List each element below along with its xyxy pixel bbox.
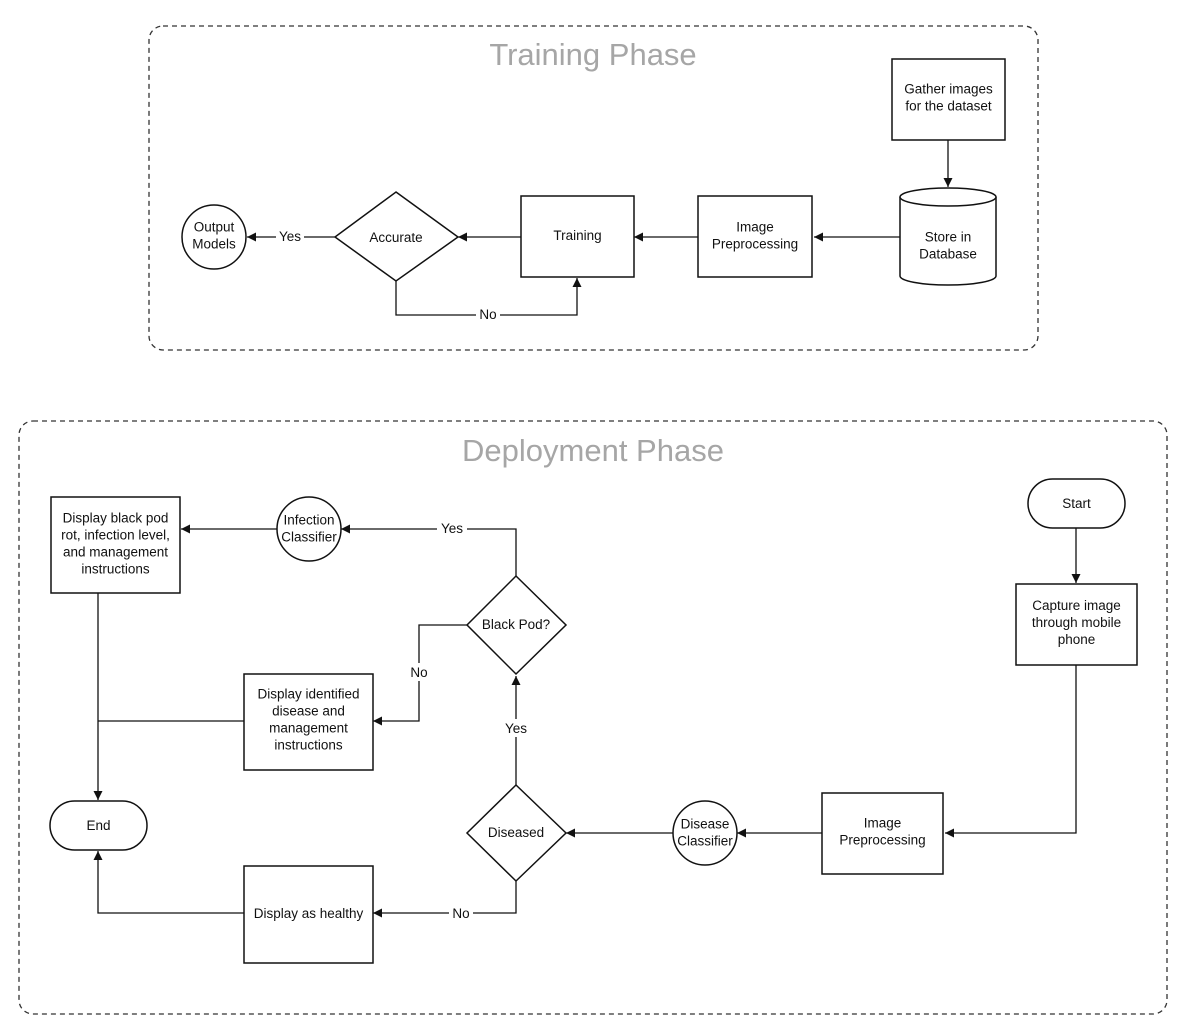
node-label-line: Store in: [925, 230, 972, 245]
edge-label-yes-infection: Yes: [437, 519, 467, 537]
svg-text:No: No: [410, 665, 427, 680]
deployment-phase-frame: [18, 420, 1168, 1015]
training-phase-title: Training Phase: [489, 37, 696, 72]
node-label-line: Display as healthy: [254, 906, 364, 921]
display-black-pod-node: Display black pod rot, infection level, an…: [50, 496, 181, 594]
node-label-line: Accurate: [369, 230, 422, 245]
edge-label-no: No: [476, 306, 500, 324]
svg-text:Display as healthy: Display as healthy: [254, 906, 364, 921]
node-label-line: Preprocessing: [839, 833, 925, 848]
svg-text:Start: Start: [1062, 496, 1091, 511]
node-label-line: Start: [1062, 496, 1091, 511]
gather-images-node: Gather images for the dataset: [891, 58, 1006, 141]
training-phase-frame: [148, 25, 1039, 351]
node-label-line: Image: [864, 816, 902, 831]
node-label-line: Black Pod?: [482, 617, 550, 632]
edge-diseased-to-healthy-no: [373, 881, 517, 918]
edge-label-yes-blackpod: Yes: [501, 719, 531, 737]
svg-text:End: End: [86, 818, 110, 833]
node-label-line: instructions: [81, 562, 150, 577]
svg-text:Yes: Yes: [505, 721, 527, 736]
svg-text:Accurate: Accurate: [369, 230, 422, 245]
node-label-line: Gather images: [904, 82, 993, 97]
deployment-phase-title: Deployment Phase: [462, 433, 724, 468]
node-label-line: End: [86, 818, 110, 833]
node-label-line: management: [269, 721, 348, 736]
node-label-line: phone: [1058, 632, 1096, 647]
capture-image-node: Capture image through mobile phone: [1015, 583, 1138, 666]
svg-text:No: No: [479, 307, 496, 322]
edge-capture-to-preprocess: [945, 665, 1077, 838]
node-label-line: Output: [194, 220, 235, 235]
node-label-line: Display black pod: [63, 511, 169, 526]
svg-text:Yes: Yes: [279, 229, 301, 244]
store-database-node: Store in Database: [899, 187, 997, 286]
deployment-phase: Deployment Phase Yes No Yes No: [18, 420, 1168, 1015]
node-label-line: Disease: [681, 817, 730, 832]
node-label-line: Image: [736, 220, 774, 235]
svg-text:Diseased: Diseased: [488, 825, 544, 840]
svg-text:Yes: Yes: [441, 521, 463, 536]
node-label-line: Training: [553, 228, 601, 243]
display-healthy-node: Display as healthy: [243, 865, 374, 964]
black-pod-decision-node: Black Pod?: [465, 574, 568, 676]
diseased-decision-node: Diseased: [465, 783, 568, 883]
node-label-line: Display identified: [257, 687, 359, 702]
node-label-line: Capture image: [1032, 598, 1121, 613]
edge-label-no-healthy: No: [449, 904, 473, 922]
node-label-line: Classifier: [677, 834, 733, 849]
edge-label-yes: Yes: [276, 227, 304, 245]
node-label-line: Database: [919, 247, 977, 262]
svg-text:Training: Training: [553, 228, 601, 243]
start-node: Start: [1027, 478, 1126, 529]
edge-blackpod-to-infection-yes: [341, 524, 517, 576]
edge-healthy-to-end: [93, 851, 244, 914]
svg-text:No: No: [452, 906, 469, 921]
node-label-line: Diseased: [488, 825, 544, 840]
training-phase: Training Phase Yes No Gather images for t…: [148, 25, 1039, 351]
node-label-line: instructions: [274, 738, 343, 753]
display-identified-disease-node: Display identified disease and management i…: [243, 673, 374, 771]
node-label-line: disease and: [272, 704, 345, 719]
node-label-line: Preprocessing: [712, 237, 798, 252]
training-node: Training: [520, 195, 635, 278]
node-label-line: and management: [63, 545, 168, 560]
svg-text:Black Pod?: Black Pod?: [482, 617, 550, 632]
edge-label-no-identified: No: [407, 663, 431, 681]
node-label-line: rot, infection level,: [61, 528, 170, 543]
node-label-line: Infection: [283, 513, 334, 528]
accurate-decision-node: Accurate: [333, 191, 460, 282]
node-label-line: through mobile: [1032, 615, 1121, 630]
node-label-line: for the dataset: [905, 99, 992, 114]
node-label-line: Classifier: [281, 530, 337, 545]
node-label-line: Models: [192, 237, 236, 252]
end-node: End: [49, 800, 148, 851]
